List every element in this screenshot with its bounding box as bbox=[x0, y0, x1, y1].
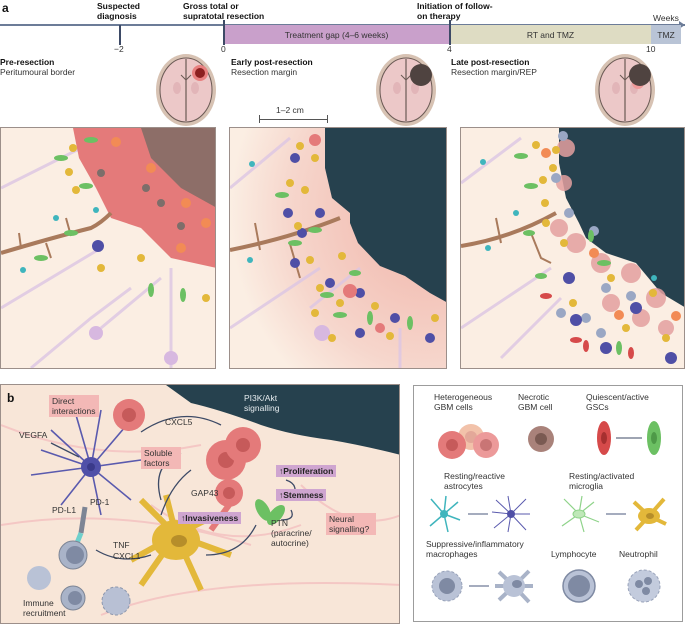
necrotic-cell-icon bbox=[528, 426, 554, 452]
neutrophil-icon bbox=[627, 569, 661, 603]
timeline-axis bbox=[0, 24, 685, 26]
event-label-suspected-diagnosis: Suspected diagnosis bbox=[97, 1, 187, 21]
label-pd1: PD-1 bbox=[90, 497, 110, 507]
label-neural-signalling: Neural signalling? bbox=[326, 513, 376, 535]
tick-mark bbox=[449, 20, 451, 45]
label-cxcl5: CXCL5 bbox=[165, 417, 193, 427]
stage-pre-resection: Pre-resection Peritumoural border bbox=[0, 57, 75, 77]
scene-early-post-resection bbox=[229, 127, 447, 369]
pre-resection-illustration bbox=[1, 128, 215, 368]
label-invasiveness: ↑Invasiveness bbox=[178, 512, 242, 524]
label-cxcl1: CXCL1 bbox=[113, 551, 141, 561]
gsc-icon bbox=[597, 421, 661, 455]
event-label-follow-on-therapy: Initiation of follow- on therapy bbox=[417, 1, 537, 21]
label-direct-interactions: Direct interactions bbox=[49, 395, 99, 417]
brain-early-resection-icon bbox=[376, 54, 436, 126]
event-label-line: on therapy bbox=[417, 11, 461, 21]
label-ptn: PTN (paracrine/ autocrine) bbox=[271, 518, 312, 548]
stage-subtitle: Peritumoural border bbox=[0, 67, 76, 77]
tick-label: 0 bbox=[221, 44, 226, 54]
tick-mark bbox=[223, 20, 225, 45]
early-post-resection-illustration bbox=[230, 128, 446, 368]
stage-title: Late post-resection bbox=[451, 57, 530, 67]
legend: Heterogeneous GBM cells Necrotic GBM cel… bbox=[413, 385, 683, 622]
segment-rt-tmz: RT and TMZ bbox=[450, 25, 651, 44]
label-immune-recruitment: Immune recruitment bbox=[23, 598, 66, 618]
event-label-resection: Gross total or supratotal resection bbox=[183, 1, 293, 21]
panel-b-letter: b bbox=[7, 391, 15, 405]
scale-bar-cap bbox=[259, 115, 260, 123]
axis-arrow-icon bbox=[679, 21, 685, 29]
stage-subtitle: Resection margin/REP bbox=[451, 67, 537, 77]
scale-bar-cap bbox=[327, 115, 328, 123]
stage-title: Early post-resection bbox=[231, 57, 313, 67]
event-label-line: diagnosis bbox=[97, 11, 137, 21]
gbm-cells-icon bbox=[438, 424, 499, 459]
late-post-resection-illustration bbox=[461, 128, 684, 364]
tick-label: −2 bbox=[114, 44, 124, 54]
label-gap43: GAP43 bbox=[191, 488, 219, 498]
segment-tmz: TMZ bbox=[651, 25, 681, 44]
brain-late-resection-icon bbox=[595, 54, 655, 126]
stage-subtitle: Resection margin bbox=[231, 67, 298, 77]
scene-pre-resection bbox=[0, 127, 216, 369]
legend-label: Lymphocyte bbox=[551, 549, 597, 559]
panel-a-letter: a bbox=[2, 1, 9, 15]
scale-bar-label: 1–2 cm bbox=[276, 105, 304, 115]
label-vegfa: VEGFA bbox=[19, 430, 48, 440]
segment-treatment-gap: Treatment gap (4–6 weeks) bbox=[223, 25, 450, 44]
scale-bar bbox=[259, 119, 327, 120]
macrophage-icon bbox=[431, 569, 533, 604]
legend-label: Heterogeneous GBM cells bbox=[434, 392, 493, 412]
brain-tumour-icon bbox=[156, 54, 216, 126]
panel-b-scene: b Direct interactions VEGFA CXCL5 PI3K/A… bbox=[0, 384, 400, 624]
tick-label: 10 bbox=[646, 44, 656, 54]
scene-late-post-resection bbox=[460, 127, 685, 369]
event-label-line: Suspected bbox=[97, 1, 140, 11]
timeline-unit-label: Weeks bbox=[653, 13, 679, 23]
legend-label: Resting/reactive astrocytes bbox=[444, 471, 505, 491]
microglia-icon bbox=[561, 495, 667, 533]
label-proliferation: ↑Proliferation bbox=[276, 465, 337, 477]
legend-label: Neutrophil bbox=[619, 549, 658, 559]
legend-label: Resting/activated microglia bbox=[569, 471, 635, 491]
label-pi3k-akt: PI3K/Akt signalling bbox=[244, 393, 280, 413]
resection-cavity bbox=[166, 385, 399, 455]
astrocyte-icon bbox=[429, 495, 530, 533]
stage-title: Pre-resection bbox=[0, 57, 55, 67]
legend-label: Necrotic GBM cell bbox=[518, 392, 553, 412]
tick-mark bbox=[119, 25, 121, 45]
lymphocyte-icon bbox=[562, 569, 596, 603]
label-pdl1: PD-L1 bbox=[52, 505, 77, 515]
legend-label: Suppressive/inflammatory macrophages bbox=[426, 539, 524, 559]
label-stemness: ↑Stemness bbox=[276, 489, 327, 501]
event-label-line: Initiation of follow- bbox=[417, 1, 493, 11]
label-tnf: TNF bbox=[113, 540, 130, 550]
label-soluble-factors: Soluble factors bbox=[141, 447, 181, 469]
stage-late-post-resection: Late post-resection Resection margin/REP bbox=[451, 57, 537, 77]
stage-early-post-resection: Early post-resection Resection margin bbox=[231, 57, 313, 77]
legend-label: Quiescent/active GSCs bbox=[586, 392, 649, 412]
event-label-line: supratotal resection bbox=[183, 11, 265, 21]
reactive-astrocyte bbox=[30, 409, 142, 516]
event-label-line: Gross total or bbox=[183, 1, 239, 11]
tick-label: 4 bbox=[447, 44, 452, 54]
